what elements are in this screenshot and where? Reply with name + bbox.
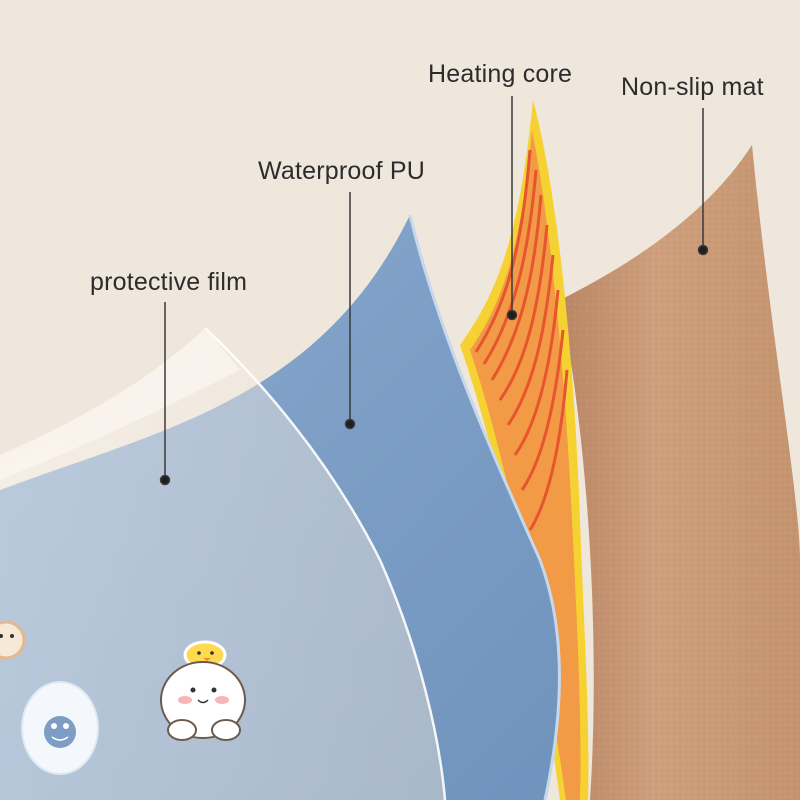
frog-sticker-icon: [21, 681, 99, 775]
callout-lines: [159, 96, 709, 486]
label-protective-film: protective film: [90, 268, 248, 296]
non-slip-mat-layer: [560, 145, 800, 800]
heating-wire: [474, 149, 569, 531]
bunny-sticker-icon: [160, 661, 246, 741]
callout-dot-non-slip-mat: [697, 244, 709, 256]
protective-film-layer: [0, 327, 447, 800]
callout-dot-protective-film: [159, 474, 171, 486]
label-non-slip-mat: Non-slip mat: [621, 73, 764, 101]
label-waterproof-pu: Waterproof PU: [258, 157, 426, 185]
callout-dot-waterproof-pu: [344, 418, 356, 430]
label-heating-core: Heating core: [428, 60, 573, 88]
callout-dot-heating-core: [506, 309, 518, 321]
cat-sticker-icon: [0, 620, 26, 660]
